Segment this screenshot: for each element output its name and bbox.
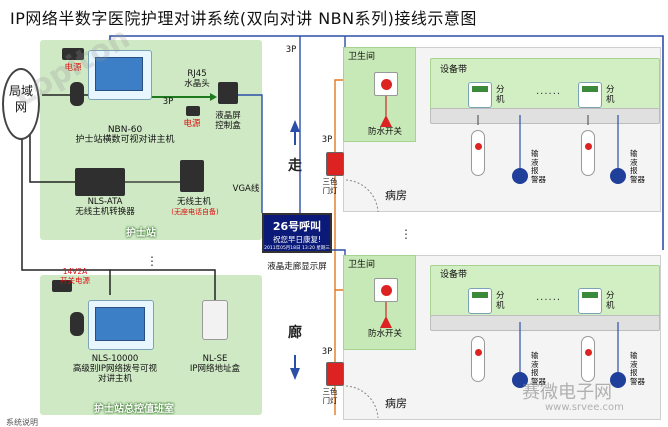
display-line-1: 26号呼叫 xyxy=(272,220,322,233)
ward2-equip-label: 设备带 xyxy=(440,270,468,280)
ward2-ext-label-2: 分 机 xyxy=(606,291,615,311)
equipment-rail-2 xyxy=(430,315,660,331)
wireless-host-icon xyxy=(180,160,204,192)
footer-partial: 系统说明 xyxy=(6,418,38,427)
vga-blue-wire xyxy=(235,94,263,213)
ward1-door-light xyxy=(326,152,344,176)
ward1-handset-1 xyxy=(471,130,485,176)
ward1-pullcord-triangle xyxy=(380,115,392,127)
corridor-lcd-display: 26号呼叫 祝您早日康复! 2011年05月18日 13:20 星期三 xyxy=(262,213,332,253)
display-line-2: 祝您早日康复! xyxy=(272,235,321,244)
svg-text:⋮: ⋮ xyxy=(400,227,412,241)
ward2-door-arc xyxy=(345,385,379,419)
handset-icon xyxy=(70,82,84,106)
wireless-host-label: 无线主机 xyxy=(176,197,211,207)
psu-label: 14V2A 开关电源 xyxy=(60,267,90,285)
ward1-iv-alarm-2 xyxy=(610,168,626,184)
wireless-host-note: (无座电话自备) xyxy=(171,208,219,216)
display-sub: 2011年05月18日 13:20 星期三 xyxy=(264,246,330,251)
corridor-up-arrow xyxy=(290,120,300,132)
ward2-iv-alarm-2 xyxy=(610,372,626,388)
ward2-pullcord-triangle xyxy=(380,316,392,328)
power-label: 电源 xyxy=(64,63,82,73)
ward1-iv-label-2: 输 液 报 警器 xyxy=(630,149,645,184)
cable-3p-mid: 3P xyxy=(321,135,333,145)
ward2-extension-1 xyxy=(468,288,492,314)
bathroom-2 xyxy=(343,255,416,350)
lan-node xyxy=(2,68,40,140)
power-adapter-2-icon xyxy=(186,106,200,116)
ward1-dots: ...... xyxy=(536,86,562,97)
ward2-bathroom-label: 卫生间 xyxy=(348,260,376,270)
ward2-door-light xyxy=(326,362,344,386)
ip-address-box xyxy=(202,300,228,340)
ward1-extension-1 xyxy=(468,82,492,108)
ward2-iv-alarm-1 xyxy=(512,372,528,388)
nls10000-screen xyxy=(95,307,145,341)
ward2-handset-1 xyxy=(471,336,485,382)
duty-to-addrbox-wire xyxy=(110,269,216,300)
lan-to-duty-wire xyxy=(21,130,111,295)
ward1-room-label: 病房 xyxy=(385,189,407,202)
svg-text:⋮: ⋮ xyxy=(146,254,158,268)
duty-room-title: 护士站总控值班室 xyxy=(94,404,174,415)
nls-ata-label: NLS-ATA 无线主机转换器 xyxy=(75,197,135,217)
ward2-door-light-label: 三色 门灯 xyxy=(322,387,338,405)
ward1-waterproof-label: 防水开关 xyxy=(368,127,403,137)
ward2-extension-2 xyxy=(578,288,602,314)
display-label: 液晶走廊显示屏 xyxy=(267,262,327,272)
ward1-ext-label-1: 分 机 xyxy=(496,85,505,105)
ward1-waterproof-switch xyxy=(374,72,398,96)
switch-psu-icon xyxy=(52,280,72,292)
nbn60-screen xyxy=(95,57,143,91)
ward2-waterproof-label: 防水开关 xyxy=(368,329,403,339)
ward2-iv-label-1: 输 液 报 警器 xyxy=(531,351,546,386)
nls10000-label: NLS-10000 高级别IP网络拨号可视 对讲主机 xyxy=(72,354,158,384)
nbn60-main-unit xyxy=(88,50,152,100)
power-adapter-icon xyxy=(62,48,84,60)
nurse-station-title: 护士站 xyxy=(126,228,156,239)
diagram-title: IP网络半数字医院护理对讲系统(双向对讲 NBN系列)接线示意图 xyxy=(10,9,477,28)
corridor-down-arrow xyxy=(290,368,300,380)
watermark-cn: 赛微电子网 xyxy=(522,382,612,403)
ward1-equip-label: 设备带 xyxy=(440,65,468,75)
cable-3p-bot: 3P xyxy=(321,347,333,357)
ward2-waterproof-switch xyxy=(374,278,398,302)
equipment-rail-1 xyxy=(430,108,660,124)
ward2-dots: ...... xyxy=(536,292,562,303)
top-bus-wire xyxy=(109,35,664,250)
lan-label: 局域网 xyxy=(8,84,33,114)
ward1-extension-2 xyxy=(578,82,602,108)
power-label-2: 电源 xyxy=(183,119,201,129)
ward1-iv-label-1: 输 液 报 警器 xyxy=(531,149,546,184)
ward2-handset-2 xyxy=(581,336,595,382)
rj45-arrow xyxy=(210,93,217,101)
lan-to-ata-wire xyxy=(29,125,75,183)
ward1-bathroom-label: 卫生间 xyxy=(348,52,376,62)
ward1-door-arc xyxy=(345,179,379,213)
nbn60-label: NBN-60 护士站横数可视对讲主机 xyxy=(75,125,175,146)
ward1-door-light-label: 三色 门灯 xyxy=(322,177,338,195)
corridor-walk-label: 走 xyxy=(288,158,302,174)
nls-ata-converter xyxy=(75,168,125,196)
ward1-ext-label-2: 分 机 xyxy=(606,85,615,105)
cable-3p-a: 3P xyxy=(162,97,174,107)
ward2-ext-label-1: 分 机 xyxy=(496,291,505,311)
vga-label: VGA线 xyxy=(232,184,260,194)
ward1-handset-2 xyxy=(581,130,595,176)
lcd-control-box xyxy=(218,82,238,104)
rj45-label: RJ45 水晶头 xyxy=(184,69,210,89)
corridor-lang-label: 廊 xyxy=(288,325,302,341)
ward2-iv-label-2: 输 液 报 警器 xyxy=(630,351,645,386)
cable-3p-top: 3P xyxy=(285,45,297,55)
addr-box-label: NL-SE IP网络地址盒 xyxy=(189,354,241,374)
watermark-url: www.srvee.com xyxy=(545,402,624,413)
ward1-iv-alarm-1 xyxy=(512,168,528,184)
ward2-room-label: 病房 xyxy=(385,397,407,410)
nls10000-master xyxy=(88,300,154,350)
duty-handset-icon xyxy=(70,312,84,336)
lcd-control-label: 液晶屏 控制盒 xyxy=(215,111,241,131)
